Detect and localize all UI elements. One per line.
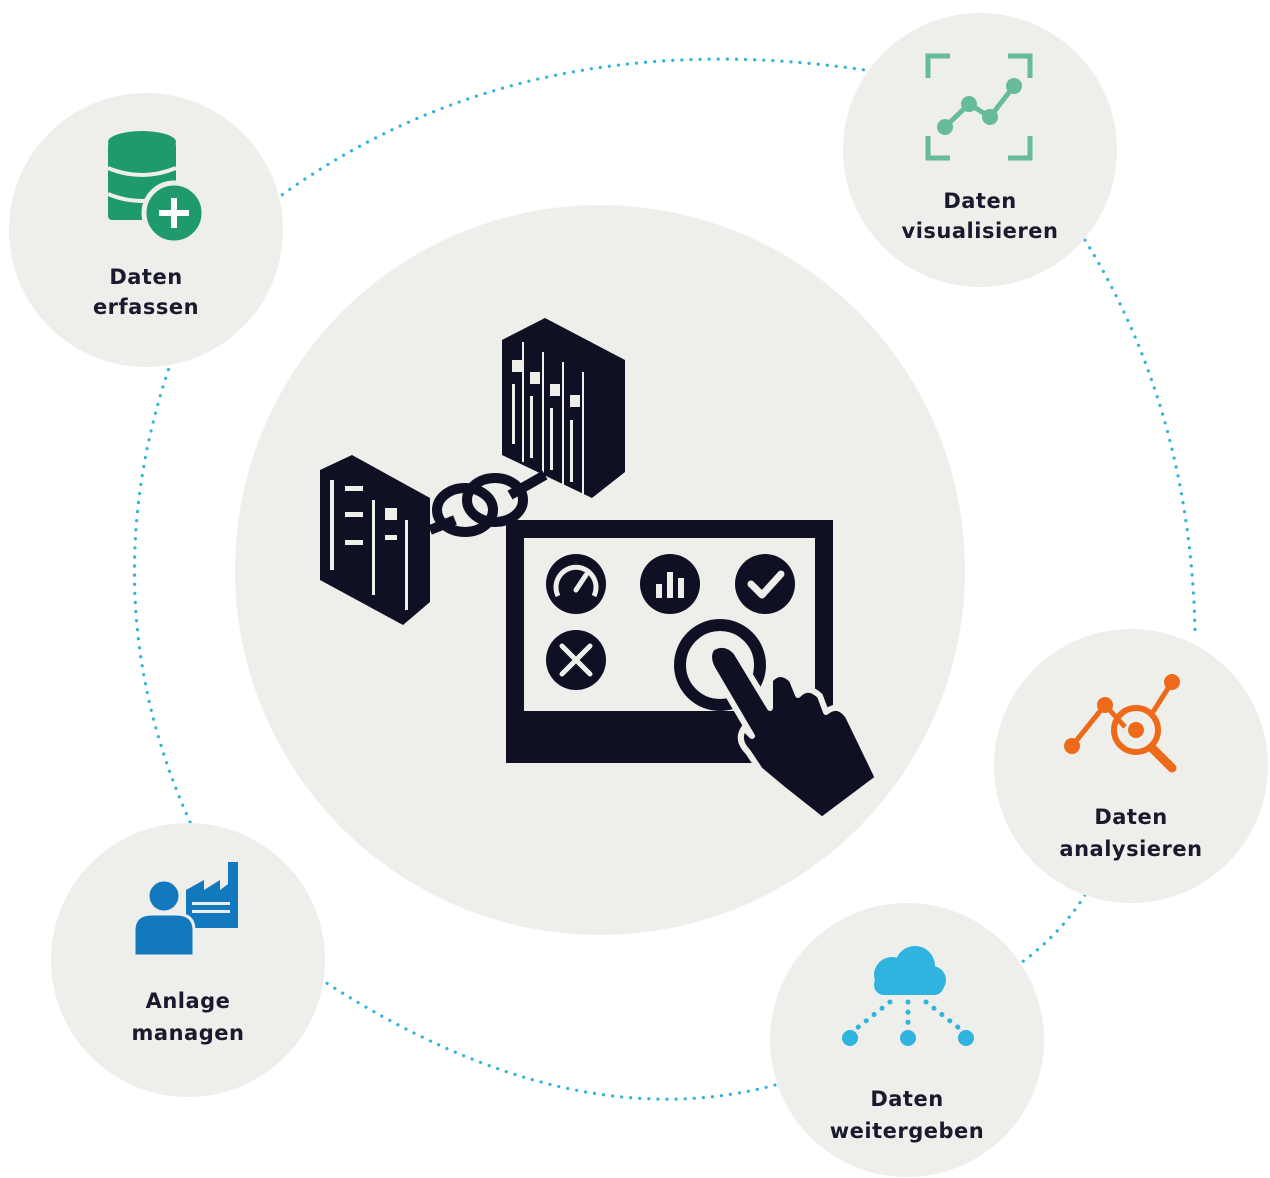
node-manage-line1: Anlage xyxy=(146,989,231,1013)
bar-chart-icon xyxy=(640,554,700,614)
arc-manage-collect xyxy=(132,363,192,824)
server-rack-icon xyxy=(502,318,625,498)
node-collect-circle xyxy=(9,93,283,367)
touch-ring-icon xyxy=(674,619,766,711)
arc-analyze-share xyxy=(1016,893,1087,967)
node-visualize-circle xyxy=(843,13,1117,287)
node-manage: Anlage managen xyxy=(51,823,325,1097)
gauge-icon xyxy=(546,554,606,614)
link-rings-icon xyxy=(428,470,548,537)
node-collect: Daten erfassen xyxy=(9,93,283,367)
arc-collect-visualize xyxy=(273,57,867,202)
cloud-share-icon xyxy=(842,946,974,1046)
node-manage-circle xyxy=(51,823,325,1097)
center-illustration xyxy=(320,318,881,823)
tools-icon xyxy=(546,630,606,690)
magnifier-chart-icon xyxy=(1064,674,1180,773)
node-share-line1: Daten xyxy=(870,1087,943,1111)
node-analyze-circle xyxy=(994,629,1268,903)
node-collect-line2: erfassen xyxy=(93,295,199,319)
node-analyze-line2: analysieren xyxy=(1059,837,1202,861)
arc-visualize-analyze xyxy=(1083,238,1197,632)
node-visualize-line2: visualisieren xyxy=(902,219,1059,243)
check-icon xyxy=(735,554,795,614)
node-share-line2: weitergeben xyxy=(830,1119,984,1143)
node-visualize: Daten visualisieren xyxy=(843,13,1117,287)
node-analyze: Daten analysieren xyxy=(994,629,1268,903)
line-chart-icon xyxy=(925,53,1033,161)
node-share: Daten weitergeben xyxy=(770,903,1044,1177)
node-manage-line2: managen xyxy=(132,1021,245,1045)
hand-touch-icon xyxy=(706,641,881,823)
node-visualize-line1: Daten xyxy=(943,189,1016,213)
dotted-cycle xyxy=(132,57,1197,1101)
database-plus-icon xyxy=(107,131,207,246)
node-collect-line1: Daten xyxy=(109,265,182,289)
node-analyze-line1: Daten xyxy=(1094,805,1167,829)
user-factory-icon xyxy=(132,862,238,958)
controller-cabinet-icon xyxy=(320,455,430,625)
arc-share-manage xyxy=(323,980,777,1101)
